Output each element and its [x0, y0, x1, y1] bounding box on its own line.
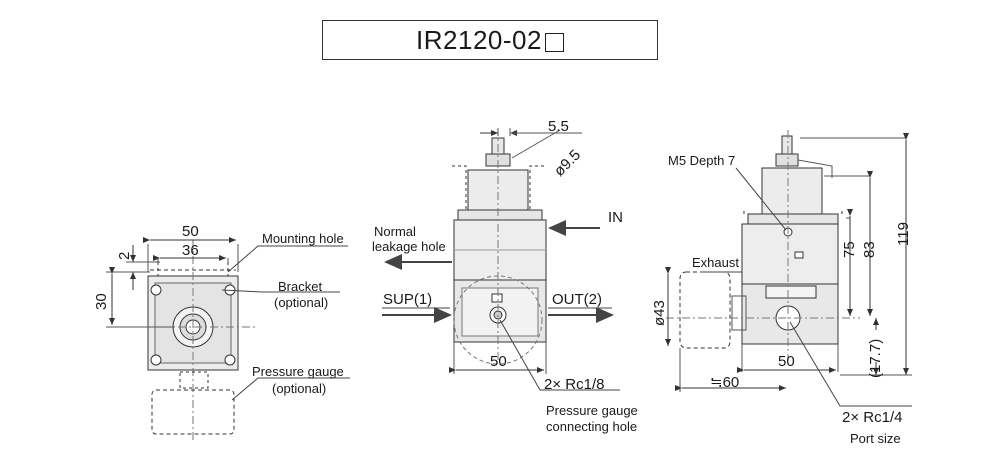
right-dim-50: 50: [778, 353, 795, 370]
model-number: IR2120-02: [416, 24, 542, 55]
right-dim-60: ≒60: [710, 374, 739, 391]
center-view: [382, 128, 620, 391]
label-mounting-hole: Mounting hole: [262, 231, 344, 246]
label-out: OUT(2): [552, 291, 602, 308]
center-dim-phi-9-5: ø9.5: [551, 147, 584, 180]
right-dim-119: 119: [895, 222, 912, 246]
left-dim-top: 2: [116, 252, 133, 260]
label-m5-depth: M5 Depth 7: [668, 153, 735, 168]
label-pg-connecting-2: connecting hole: [546, 419, 637, 434]
label-port-size: Port size: [850, 431, 901, 446]
label-pg-connecting-1: Pressure gauge: [546, 403, 638, 418]
label-in: IN: [608, 209, 623, 226]
model-title-box: IR2120-02: [322, 20, 658, 60]
label-bracket-optional: (optional): [274, 295, 328, 310]
right-dim-75: 75: [841, 241, 858, 258]
left-dim-height: 30: [93, 293, 110, 310]
left-dim-width: 50: [182, 223, 199, 240]
label-leakage-hole: leakage hole: [372, 239, 446, 254]
right-dim-83: 83: [861, 241, 878, 258]
center-dim-50: 50: [490, 353, 507, 370]
label-pressure-gauge: Pressure gauge: [252, 364, 344, 379]
left-view: [106, 237, 350, 440]
left-dim-inner: 36: [182, 242, 199, 259]
label-bracket: Bracket: [278, 279, 322, 294]
right-view: [665, 130, 912, 407]
label-normal: Normal: [374, 224, 416, 239]
right-dim-phi-43: ø43: [651, 300, 668, 326]
label-gauge-optional: (optional): [272, 381, 326, 396]
right-dim-17-7: (17.7): [867, 339, 884, 378]
label-rc-1-4: 2× Rc1/4: [842, 409, 902, 426]
label-exhaust: Exhaust: [692, 255, 739, 270]
option-box-icon: [544, 32, 564, 52]
label-rc-1-8: 2× Rc1/8: [544, 376, 604, 393]
label-sup: SUP(1): [383, 291, 432, 308]
center-dim-5-5: 5.5: [548, 118, 569, 135]
